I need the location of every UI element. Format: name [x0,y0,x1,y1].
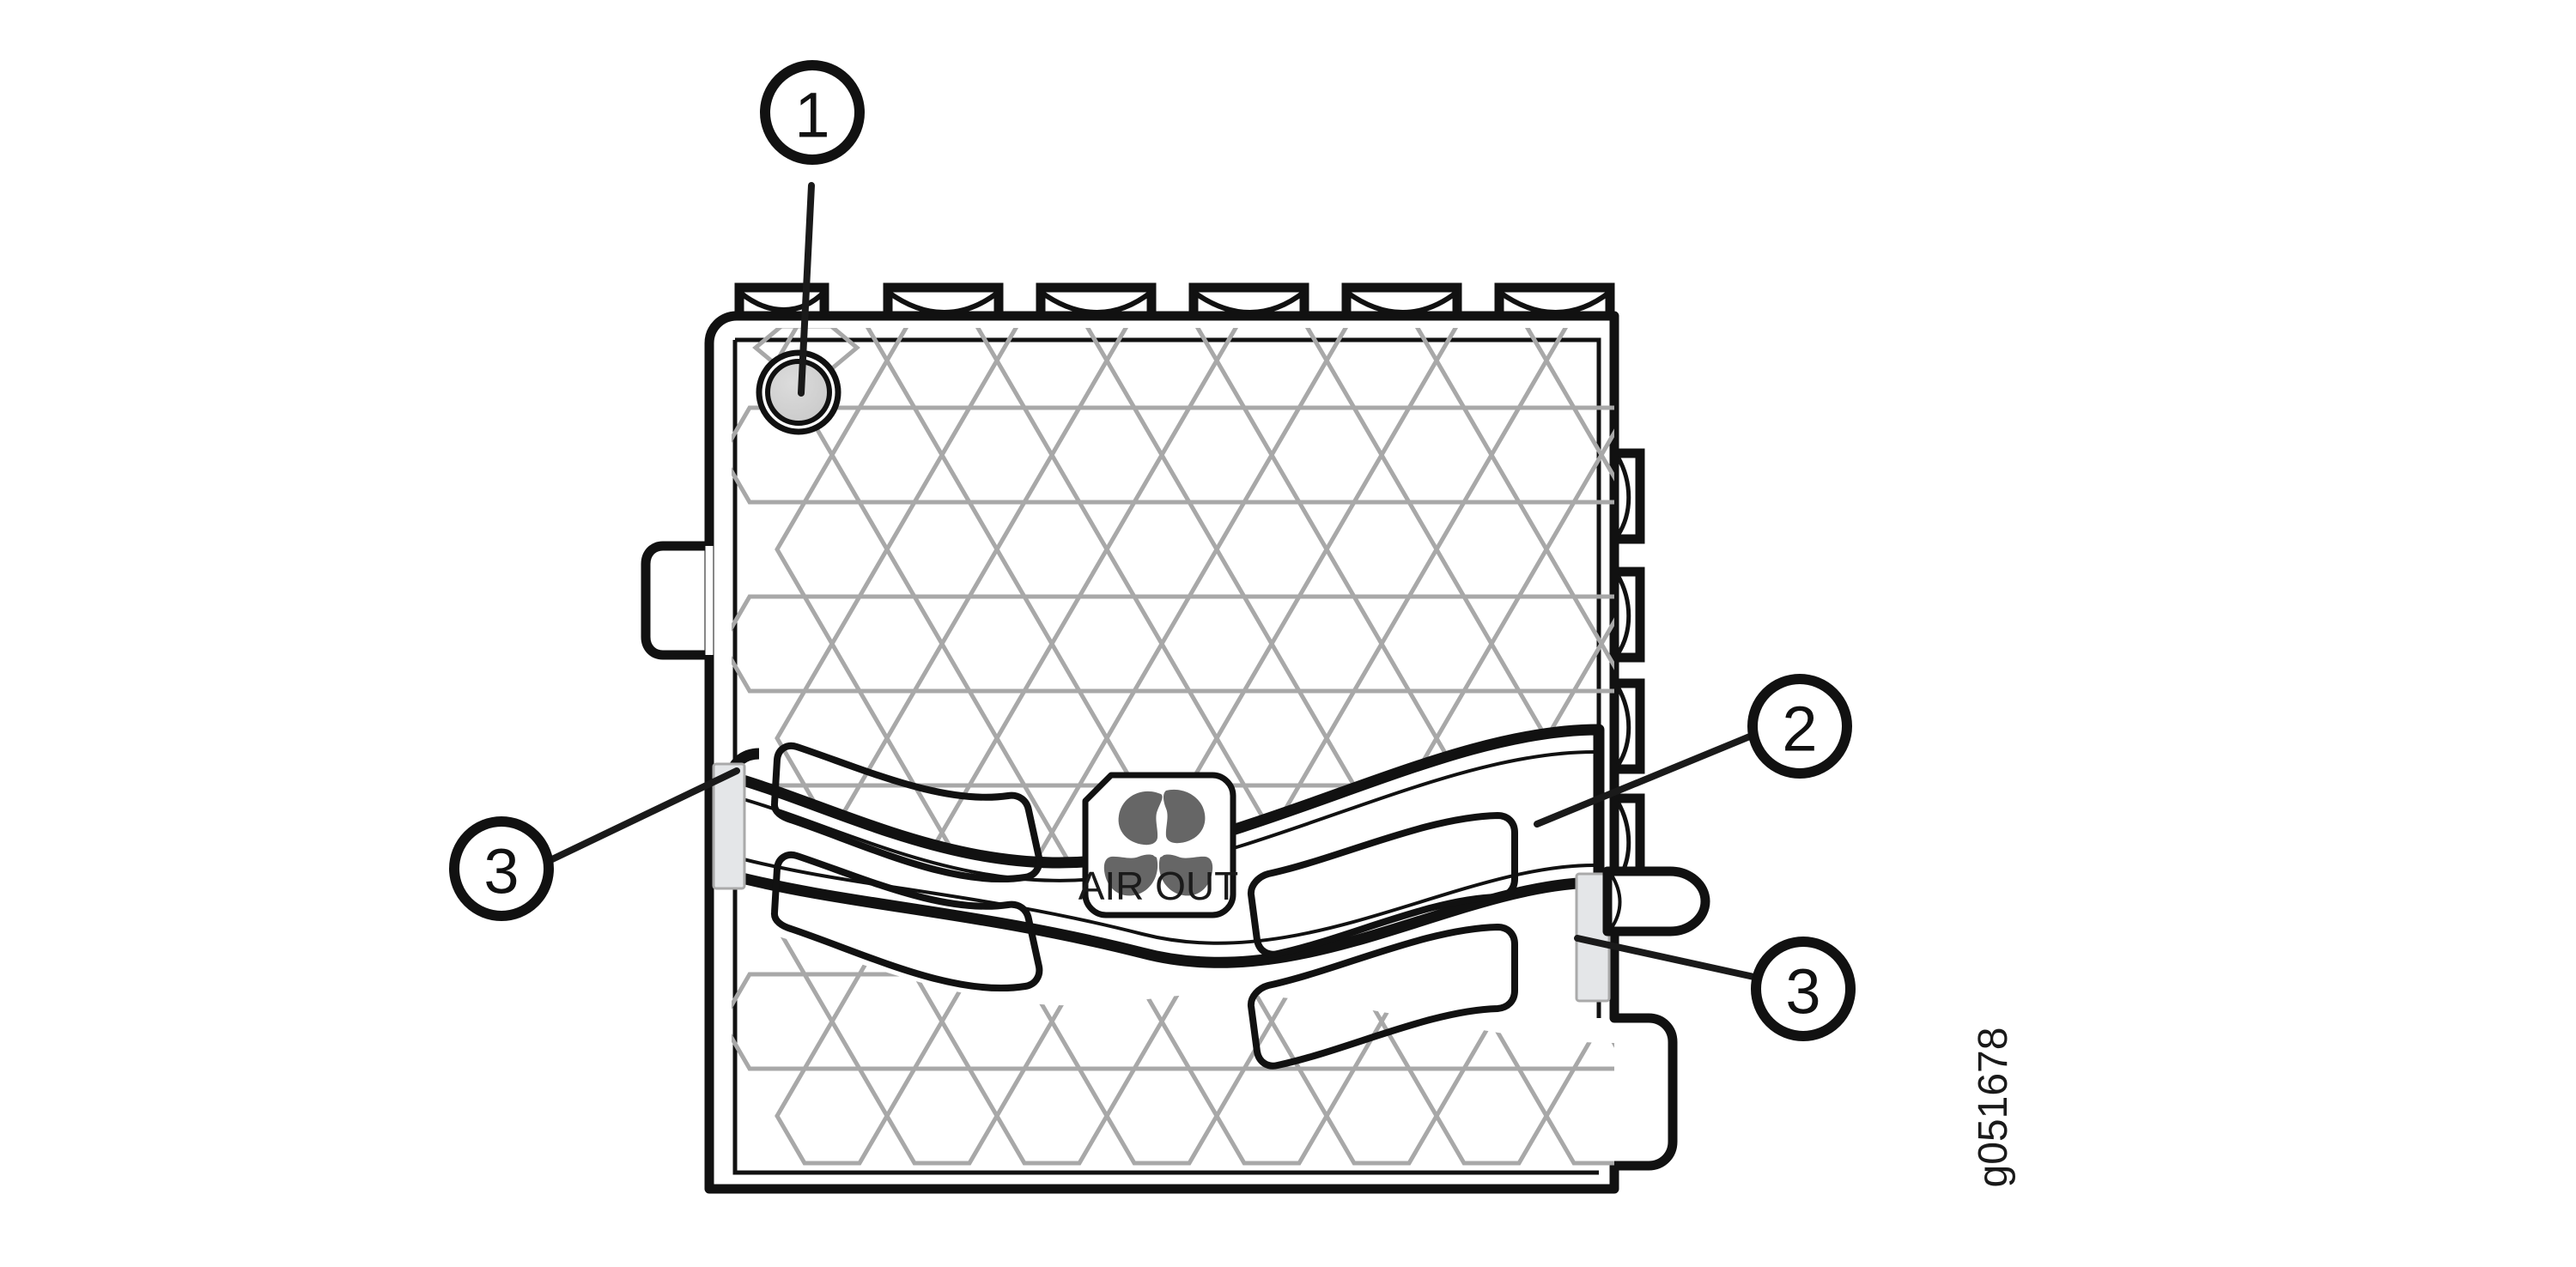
leader-line-2 [1534,730,1759,827]
fan-blade-icon [1103,789,1213,896]
latch-left[interactable] [712,762,746,890]
callout-1-number: 1 [794,80,829,151]
callout-3-left-number: 3 [483,836,519,907]
figure-id-label: g051678 [1971,1028,2016,1188]
air-out-text: AIR OUT [1078,864,1239,908]
handle-slot [770,742,1518,1070]
leader-line-1 [798,182,815,397]
air-out-label: AIR OUT [1078,772,1239,918]
callout-3-left: 3 [449,816,554,921]
chassis-right-tab [1614,678,1645,774]
ejector-knob-edge [1609,872,1622,931]
chassis-right-tab [1614,567,1645,663]
callout-2-number: 2 [1782,694,1817,765]
chassis-right-tab [1614,448,1645,544]
callout-1: 1 [760,60,865,165]
ejector-knob[interactable] [1602,866,1710,937]
callout-2: 2 [1747,674,1852,779]
callout-leader-lines [547,182,1761,981]
leader-line-3-left [547,767,740,864]
callout-3-right: 3 [1751,937,1856,1041]
chassis-left-tab [641,541,714,660]
fan-module-chassis [704,311,1678,1194]
leader-line-3-right [1574,935,1761,981]
callout-3-right-number: 3 [1785,956,1820,1028]
